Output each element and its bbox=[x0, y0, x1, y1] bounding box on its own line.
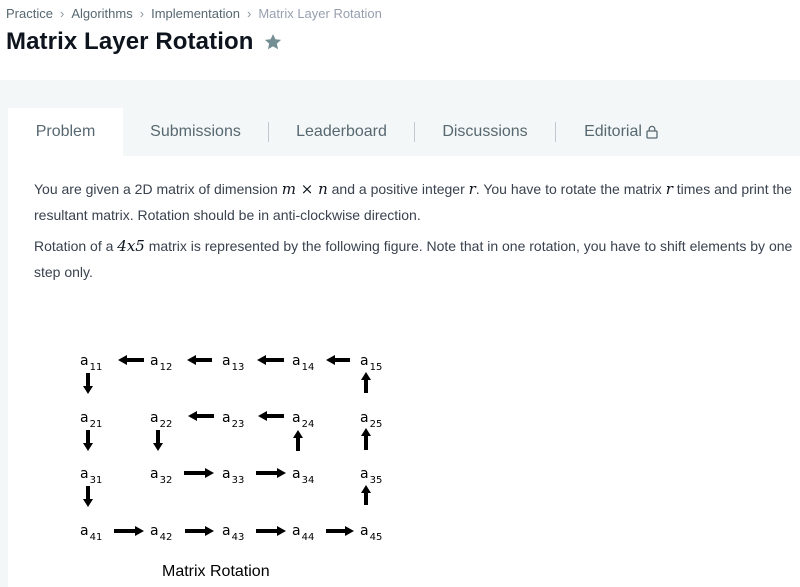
problem-panel: You are given a 2D matrix of dimension m… bbox=[8, 156, 800, 587]
arrow-head bbox=[205, 468, 214, 478]
tab-discussions-label: Discussions bbox=[442, 123, 528, 140]
matrix-element: a43 bbox=[222, 523, 244, 543]
matrix-element: a31 bbox=[80, 466, 102, 486]
matrix-rotation-figure: a11 a12 a13 a14 a15 a21 a22 a23 a24 a25 a31 a32 a33 a… bbox=[80, 353, 382, 543]
arrow-head bbox=[83, 499, 93, 507]
tab-discussions[interactable]: Discussions bbox=[415, 108, 555, 156]
tab-problem[interactable]: Problem bbox=[8, 108, 123, 156]
breadcrumb-implementation[interactable]: Implementation bbox=[151, 6, 240, 21]
text: matrix is represented by the following f… bbox=[34, 238, 793, 280]
arrow-head bbox=[277, 526, 286, 536]
matrix-element: a34 bbox=[292, 466, 314, 486]
matrix-element: a12 bbox=[150, 353, 172, 373]
tab-editorial-label: Editorial bbox=[584, 123, 642, 140]
star-icon[interactable] bbox=[263, 32, 283, 52]
math: × bbox=[295, 180, 319, 198]
math: m bbox=[281, 180, 296, 198]
breadcrumb-current: Matrix Layer Rotation bbox=[258, 6, 382, 21]
text: You are given a 2D matrix of dimension bbox=[34, 181, 282, 197]
breadcrumb-algorithms[interactable]: Algorithms bbox=[71, 6, 133, 21]
tab-submissions[interactable]: Submissions bbox=[123, 108, 268, 156]
arrow-head bbox=[205, 526, 214, 536]
matrix-element: a44 bbox=[292, 523, 314, 543]
arrow-head bbox=[153, 443, 163, 451]
tab-problem-label: Problem bbox=[35, 123, 96, 140]
math: 4x5 bbox=[117, 237, 145, 255]
tab-divider bbox=[414, 122, 415, 142]
matrix-element: a15 bbox=[360, 353, 382, 373]
problem-statement: You are given a 2D matrix of dimension m… bbox=[34, 176, 800, 290]
matrix-element: a24 bbox=[292, 410, 314, 430]
text: and a positive integer bbox=[327, 181, 469, 197]
matrix-element: a14 bbox=[292, 353, 314, 373]
tab-bar: Problem Submissions Leaderboard Discussi… bbox=[8, 108, 800, 156]
text: . You have to rotate the matrix bbox=[475, 181, 666, 197]
lock-icon bbox=[646, 125, 658, 139]
page-title: Matrix Layer Rotation bbox=[6, 28, 254, 55]
math: n bbox=[318, 180, 328, 198]
chevron-right-icon: › bbox=[139, 6, 145, 21]
chevron-right-icon: › bbox=[246, 6, 252, 21]
matrix-element: a22 bbox=[150, 410, 172, 430]
arrow-head bbox=[293, 430, 303, 438]
matrix-element: a35 bbox=[360, 466, 382, 486]
problem-paragraph: Rotation of a 4x5 matrix is represented … bbox=[34, 233, 800, 285]
arrow-head bbox=[326, 355, 335, 365]
matrix-element: a13 bbox=[222, 353, 244, 373]
arrow-head bbox=[83, 443, 93, 451]
arrow-head bbox=[277, 468, 286, 478]
chevron-right-icon: › bbox=[59, 6, 65, 21]
problem-paragraph: You are given a 2D matrix of dimension m… bbox=[34, 176, 800, 228]
tab-divider bbox=[268, 122, 269, 142]
matrix-element: a21 bbox=[80, 410, 102, 430]
matrix-element: a11 bbox=[80, 353, 102, 373]
matrix-element: a32 bbox=[150, 466, 172, 486]
arrow-head bbox=[118, 355, 127, 365]
figure-caption: Matrix Rotation bbox=[162, 563, 270, 580]
arrow-head bbox=[187, 355, 196, 365]
arrow-head bbox=[83, 386, 93, 394]
arrow-head bbox=[361, 428, 371, 436]
breadcrumb-practice[interactable]: Practice bbox=[6, 6, 53, 21]
arrow-head bbox=[345, 526, 354, 536]
text: times and print the resultant matrix. Ro… bbox=[34, 181, 792, 223]
tab-editorial[interactable]: Editorial bbox=[556, 108, 686, 156]
matrix-element: a33 bbox=[222, 466, 244, 486]
matrix-element: a23 bbox=[222, 410, 244, 430]
matrix-element: a42 bbox=[150, 523, 172, 543]
tab-leaderboard[interactable]: Leaderboard bbox=[269, 108, 414, 156]
tab-divider bbox=[555, 122, 556, 142]
title-row: Matrix Layer Rotation bbox=[6, 28, 283, 56]
math: r bbox=[665, 180, 673, 198]
tab-submissions-label: Submissions bbox=[150, 123, 241, 140]
arrow-head bbox=[361, 485, 371, 493]
arrow-head bbox=[135, 526, 144, 536]
tab-leaderboard-label: Leaderboard bbox=[296, 123, 387, 140]
arrow-head bbox=[361, 372, 371, 380]
arrow-head bbox=[188, 411, 197, 421]
arrow-head bbox=[257, 355, 266, 365]
text: Rotation of a bbox=[34, 238, 118, 254]
matrix-element: a41 bbox=[80, 523, 102, 543]
matrix-element: a25 bbox=[360, 410, 382, 430]
breadcrumb: Practice › Algorithms › Implementation ›… bbox=[6, 6, 382, 21]
math: r bbox=[468, 180, 476, 198]
matrix-element: a45 bbox=[360, 523, 382, 543]
arrow-head bbox=[258, 411, 267, 421]
